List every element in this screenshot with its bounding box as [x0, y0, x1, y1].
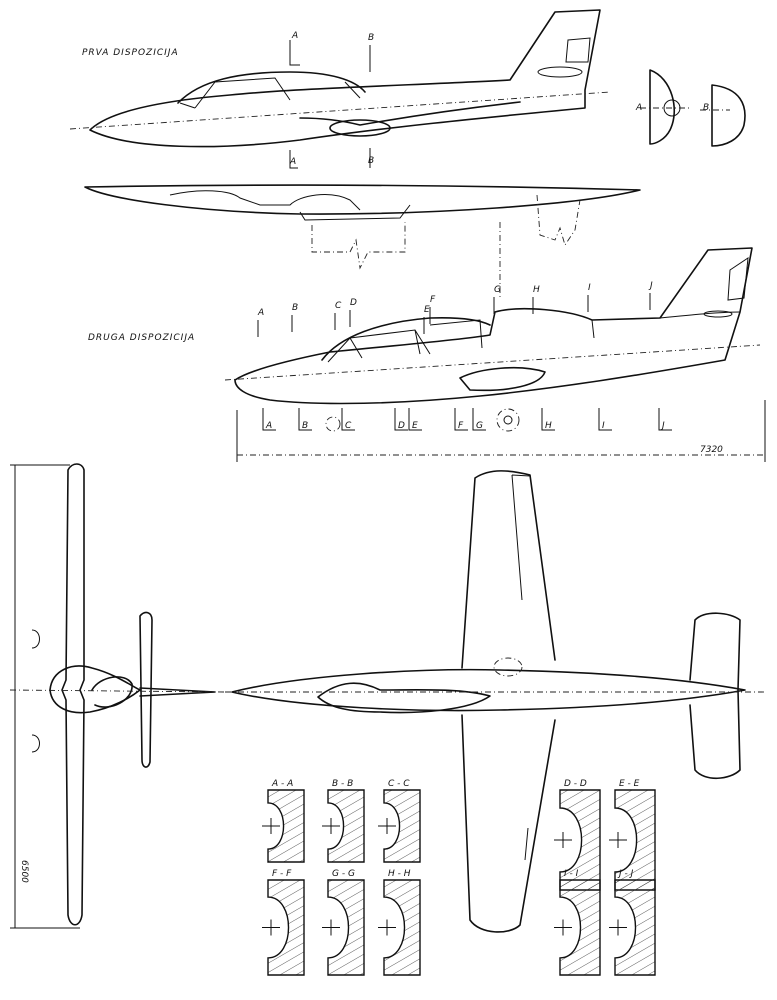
- section-mark-bottom: A: [265, 421, 272, 431]
- section-mark-top: H: [533, 285, 540, 295]
- section-mark-top: B: [292, 303, 298, 313]
- section-circle-large: [496, 408, 520, 432]
- cross-section: I - I: [554, 869, 601, 976]
- cross-section: H - H: [378, 869, 421, 976]
- section-label: I - I: [564, 869, 579, 879]
- front-view: 6500: [9, 463, 226, 929]
- first-layout-title: PRVA DISPOZICIJA: [82, 48, 179, 58]
- section-mark-top: F: [430, 295, 436, 305]
- section-label: F - F: [272, 869, 292, 879]
- cross-section: B - B: [322, 779, 365, 863]
- first-layout-cross-sections: [640, 69, 746, 147]
- section-circle-small: [325, 416, 341, 432]
- section-mark-top: E: [424, 305, 430, 315]
- section-mark-bottom: J: [660, 421, 665, 431]
- first-layout-side-view: [69, 9, 611, 169]
- second-layout-side-view: [224, 247, 761, 405]
- length-dimension: 7320: [700, 445, 723, 455]
- section-mark-top: G: [494, 285, 501, 295]
- section-label: H - H: [388, 869, 411, 879]
- section-mark-bottom: C: [345, 421, 352, 431]
- section-mark-top: I: [588, 283, 591, 293]
- section-label: J - J: [617, 869, 634, 879]
- section-b-label: B: [703, 103, 709, 113]
- section-mark-top: J: [648, 281, 653, 291]
- section-mark-bottom: I: [602, 421, 605, 431]
- section-mark-bottom: H: [545, 421, 552, 431]
- section-mark-bottom: E: [412, 421, 418, 431]
- cross-section: G - G: [322, 869, 365, 976]
- cross-section: C - C: [378, 779, 421, 863]
- section-mark-top: D: [350, 298, 357, 308]
- section-mark-bottom: B: [302, 421, 308, 431]
- section-label: D - D: [564, 779, 587, 789]
- cross-section: F - F: [262, 869, 305, 976]
- section-mark-bottom: G: [476, 421, 483, 431]
- first-layout-underside-view: [84, 184, 641, 300]
- mark-a-top: A: [291, 31, 298, 41]
- cross-sections: A - A B - B C - C D - D E - E F - F G - G H - H…: [262, 779, 656, 976]
- section-mark-top: C: [335, 301, 342, 311]
- section-label: C - C: [388, 779, 410, 789]
- mark-b-top: B: [368, 33, 374, 43]
- plan-view: [225, 470, 765, 933]
- section-label: B - B: [332, 779, 353, 789]
- mark-b-bottom: B: [368, 156, 374, 166]
- section-label: A - A: [271, 779, 293, 789]
- cross-section: J - J: [609, 869, 656, 976]
- second-layout-dimension: 7320: [236, 400, 766, 462]
- section-a-label: A: [635, 103, 642, 113]
- cross-section: A - A: [262, 779, 305, 863]
- second-layout-title: DRUGA DISPOZICIJA: [88, 333, 195, 343]
- section-circle-center: [503, 415, 513, 425]
- section-mark-bottom: F: [458, 421, 464, 431]
- span-dimension: 6500: [19, 860, 29, 883]
- section-mark-top: A: [257, 308, 264, 318]
- section-label: G - G: [332, 869, 355, 879]
- mark-a-bottom: A: [289, 157, 296, 167]
- section-mark-bottom: D: [398, 421, 405, 431]
- section-label: E - E: [619, 779, 640, 789]
